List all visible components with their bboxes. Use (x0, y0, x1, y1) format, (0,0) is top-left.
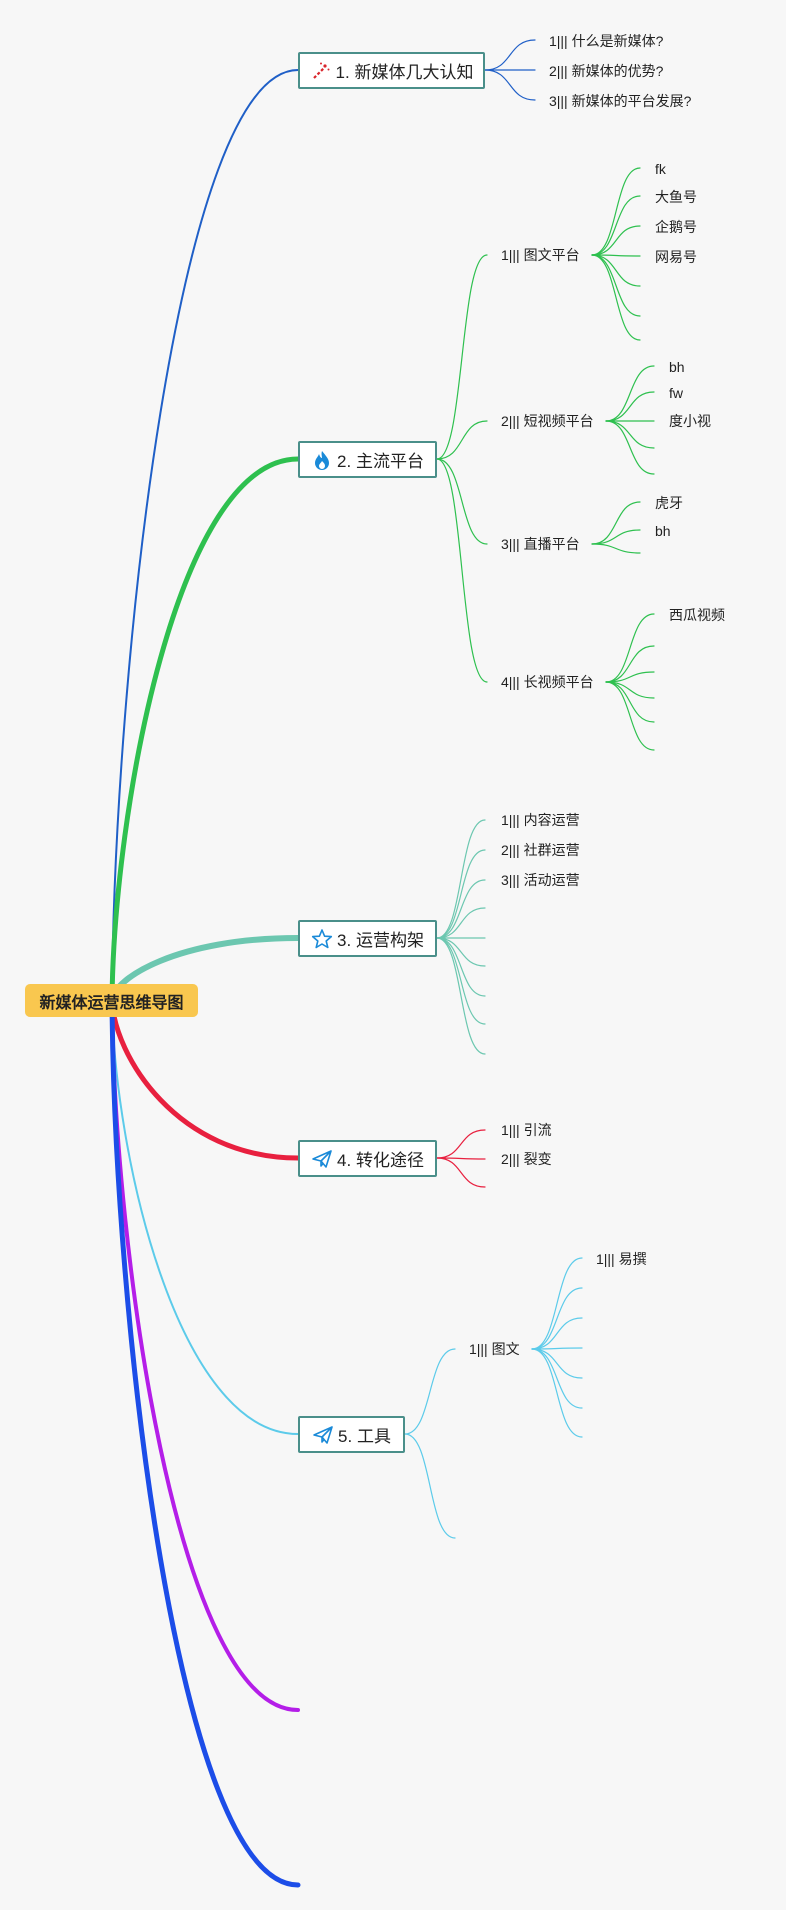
root-node-title: 新媒体运营思维导图 (39, 994, 184, 1012)
leaf-line (605, 681, 655, 723)
leaf-line (605, 420, 655, 475)
branch-node-title: 5. 工具 (338, 1427, 391, 1446)
leaf-line (436, 879, 486, 939)
leaf-line (436, 458, 488, 683)
topic-label[interactable]: 1||| 什么是新媒体? (549, 33, 664, 49)
leaf-line (591, 225, 641, 256)
branch-node-title: 2. 主流平台 (337, 452, 424, 471)
paper-plane-icon (312, 1424, 334, 1446)
branch-node-title: 4. 转化途径 (337, 1151, 424, 1170)
leaf-line (605, 420, 655, 449)
subtopic-label[interactable]: 4||| 长视频平台 (501, 674, 594, 690)
magic-wand-icon (310, 60, 332, 82)
topic-label[interactable]: 2||| 新媒体的优势? (549, 63, 664, 79)
branch-node-operations[interactable]: 3. 运营构架 (298, 920, 437, 957)
leaf-line (605, 613, 655, 683)
leaf-line (436, 937, 486, 1055)
leaf-line (591, 254, 641, 287)
branch-node-title: 1. 新媒体几大认知 (335, 63, 474, 82)
leaf-line (591, 529, 641, 545)
branch-line (109, 456, 301, 1003)
leaf-line (605, 365, 655, 422)
leaf-line (605, 391, 655, 422)
subtopic-label[interactable]: 1||| 图文 (469, 1341, 520, 1357)
leaf-label[interactable]: 1||| 易撰 (596, 1251, 647, 1267)
leaf-line (436, 907, 486, 939)
leaf-line (404, 1348, 456, 1435)
leaf-label[interactable]: 西瓜视频 (669, 607, 725, 623)
branch-line (110, 998, 300, 1712)
leaf-label[interactable]: 虎牙 (655, 495, 683, 511)
branch-line (111, 69, 299, 1001)
leaf-label[interactable]: fk (655, 161, 666, 177)
topic-label[interactable]: 1||| 内容运营 (501, 812, 580, 828)
leaf-line (591, 543, 641, 554)
subtopic-label[interactable]: 3||| 直播平台 (501, 536, 580, 552)
leaf-label[interactable]: 网易号 (655, 249, 697, 265)
branch-node-title: 3. 运营构架 (337, 931, 424, 950)
subtopic-label[interactable]: 2||| 短视频平台 (501, 413, 594, 429)
leaf-line (591, 254, 641, 341)
leaf-label[interactable]: 企鹅号 (655, 219, 697, 235)
leaf-line (531, 1257, 583, 1350)
leaf-label[interactable]: bh (669, 359, 685, 375)
leaf-line (531, 1348, 583, 1379)
leaf-line (591, 501, 641, 545)
subtopic-label[interactable]: 1||| 图文平台 (501, 247, 580, 263)
leaf-line (484, 39, 536, 71)
leaf-line (436, 420, 488, 460)
leaf-line (436, 937, 486, 967)
leaf-line (531, 1317, 583, 1350)
branch-line (109, 997, 301, 1888)
leaf-line (531, 1348, 583, 1438)
flame-icon (311, 449, 333, 471)
leaf-label[interactable]: 大鱼号 (655, 189, 697, 205)
topic-label[interactable]: 3||| 新媒体的平台发展? (549, 93, 692, 109)
leaf-line (436, 1129, 486, 1159)
leaf-line (404, 1433, 456, 1539)
topic-label[interactable]: 3||| 活动运营 (501, 872, 580, 888)
leaf-line (591, 167, 641, 256)
leaf-line (436, 937, 486, 1025)
branch-line (109, 997, 301, 1161)
leaf-line (531, 1348, 583, 1409)
leaf-line (605, 681, 655, 751)
leaf-line (436, 849, 486, 939)
leaf-line (436, 937, 486, 997)
branch-line (111, 999, 299, 1435)
root-node[interactable]: 新媒体运营思维导图 (25, 984, 198, 1017)
leaf-line (484, 69, 536, 101)
leaf-label[interactable]: 度小视 (669, 413, 711, 429)
branch-node-conversion[interactable]: 4. 转化途径 (298, 1140, 437, 1177)
paper-plane-icon (311, 1148, 333, 1170)
topic-label[interactable]: 2||| 社群运营 (501, 842, 580, 858)
leaf-line (436, 819, 486, 939)
leaf-line (436, 1157, 486, 1188)
leaf-label[interactable]: fw (669, 385, 683, 401)
branch-node-cognition[interactable]: 1. 新媒体几大认知 (298, 52, 485, 89)
star-icon (311, 928, 333, 950)
leaf-line (531, 1287, 583, 1350)
leaf-label[interactable]: bh (655, 523, 671, 539)
topic-label[interactable]: 2||| 裂变 (501, 1151, 552, 1167)
branch-node-tools[interactable]: 5. 工具 (298, 1416, 405, 1453)
leaf-line (436, 254, 488, 460)
leaf-line (436, 458, 488, 545)
leaf-line (591, 195, 641, 256)
branch-node-platforms[interactable]: 2. 主流平台 (298, 441, 437, 478)
leaf-line (605, 645, 655, 683)
topic-label[interactable]: 1||| 引流 (501, 1122, 552, 1138)
